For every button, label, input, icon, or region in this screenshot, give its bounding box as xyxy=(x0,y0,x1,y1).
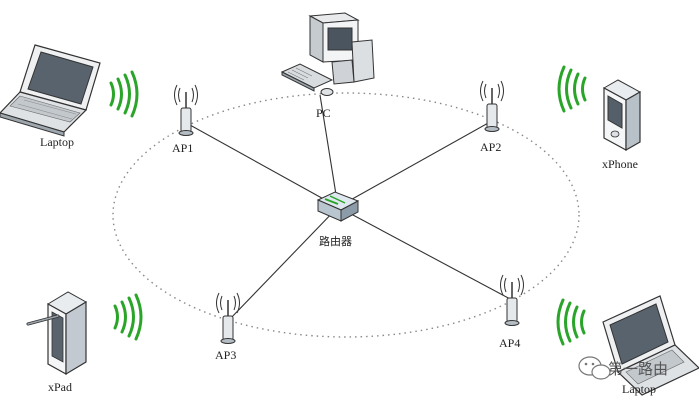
label-laptop-right: Laptop xyxy=(622,382,656,396)
coverage-ring xyxy=(112,92,580,338)
ap3-icon xyxy=(216,292,240,344)
label-ap4: AP4 xyxy=(499,336,521,350)
laptop-right-icon xyxy=(602,295,699,396)
pc-icon xyxy=(280,12,375,96)
connections xyxy=(189,94,513,321)
xpad-icon xyxy=(26,291,87,376)
label-ap2: AP2 xyxy=(480,140,502,154)
label-ap1: AP1 xyxy=(172,141,194,155)
laptop-left-icon xyxy=(0,44,101,137)
wifi-signal-xpad-icon xyxy=(113,293,143,341)
label-pc: PC xyxy=(316,106,331,120)
link-ap1 xyxy=(189,124,339,208)
link-pc xyxy=(319,94,339,208)
label-xpad: xPad xyxy=(48,380,72,394)
link-ap4 xyxy=(337,206,513,301)
label-ap3: AP3 xyxy=(215,348,237,362)
link-ap2 xyxy=(337,121,491,208)
watermark-text: 第一路由 xyxy=(608,360,669,378)
ap1-icon xyxy=(174,84,198,136)
link-ap3 xyxy=(228,206,339,321)
router-icon xyxy=(316,191,360,222)
wechat-icon xyxy=(578,356,611,380)
wifi-signal-laptop-right-icon xyxy=(556,298,586,346)
label-xphone: xPhone xyxy=(602,157,638,171)
ap4-icon xyxy=(500,274,524,326)
wifi-signal-laptop-left-icon xyxy=(109,70,139,118)
ap2-icon xyxy=(480,80,504,132)
label-router: 路由器 xyxy=(319,235,352,248)
wifi-signal-xphone-icon xyxy=(557,65,587,113)
label-laptop-left: Laptop xyxy=(40,135,74,149)
xphone-icon xyxy=(602,79,642,152)
